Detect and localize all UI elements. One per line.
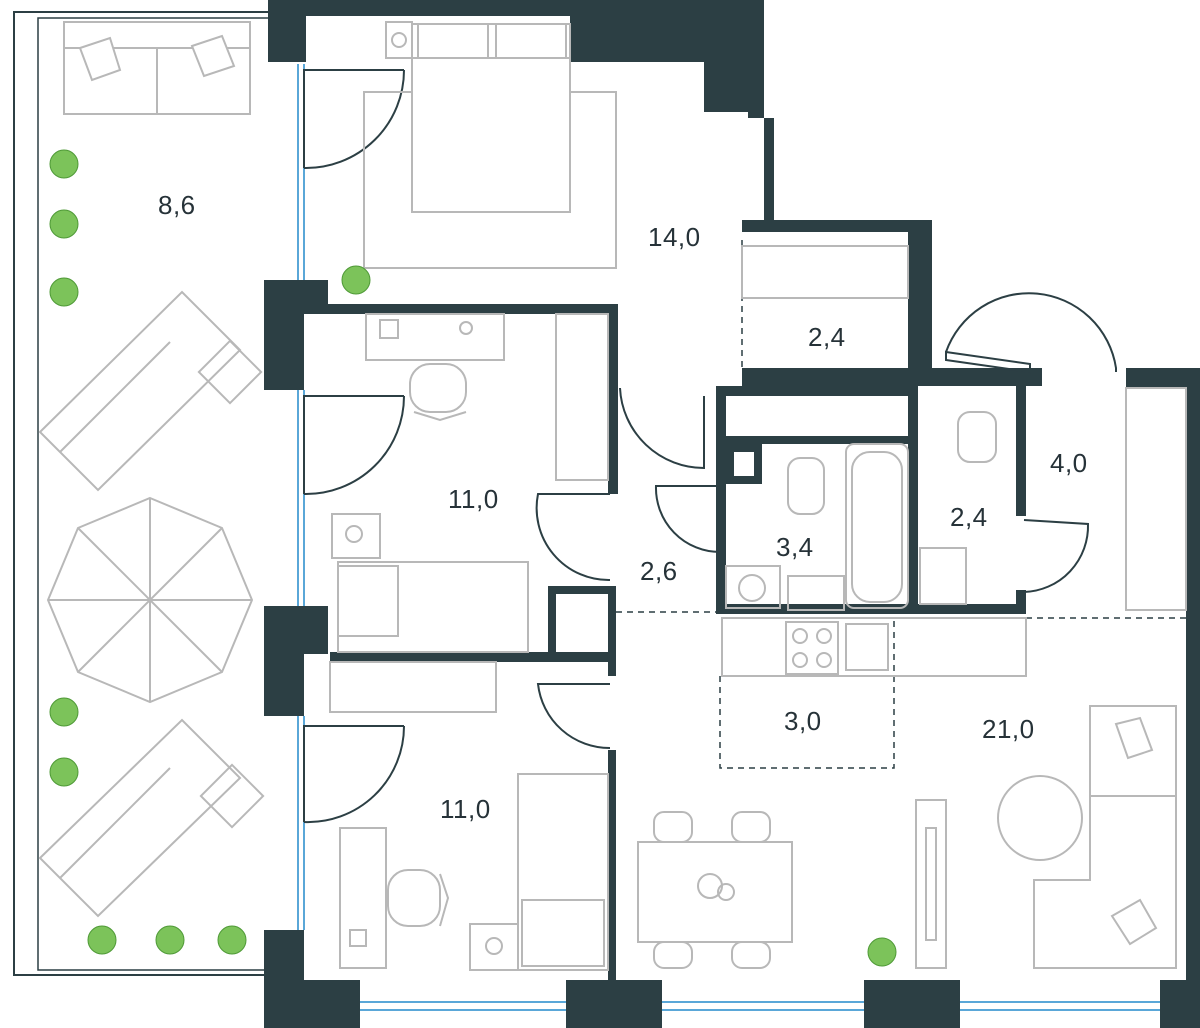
plant-icon [49, 757, 79, 787]
plant-icon [217, 925, 247, 955]
bed-icon [331, 513, 529, 653]
wardrobe-icon [329, 661, 497, 713]
plant-icon [341, 265, 371, 295]
desk-icon [339, 827, 387, 969]
wardrobe-icon [555, 313, 609, 481]
closet-upper-area: 2,4 [808, 322, 846, 352]
wardrobe-icon [1125, 387, 1187, 611]
wardrobe-icon [741, 245, 909, 299]
bedroom-middle-area: 11,0 [448, 484, 499, 514]
sofa-icon [63, 21, 251, 115]
stove-icon [721, 617, 1027, 677]
bedroom-master-area: 14,0 [648, 222, 701, 252]
bed-icon [469, 773, 609, 971]
plant-icon [867, 937, 897, 967]
plant-icon [49, 697, 79, 727]
doors [303, 69, 1186, 824]
terrace-area: 8,6 [158, 190, 196, 220]
dining-table-icon [637, 811, 793, 969]
plant-icon [49, 277, 79, 307]
sink-icon [787, 575, 845, 611]
sunbed-icon [38, 718, 265, 918]
bathtub-icon [845, 443, 909, 609]
kitchen-zone-area: 3,0 [784, 706, 822, 736]
toilet-area: 2,4 [950, 502, 988, 532]
chair-icon [409, 363, 467, 422]
living-room-area: 21,0 [982, 714, 1035, 744]
bathroom-area: 3,4 [776, 532, 814, 562]
bedroom-lower-area: 11,0 [440, 794, 491, 824]
washing-machine-icon [725, 565, 781, 609]
entrance-hall-area: 4,0 [1050, 448, 1088, 478]
terrace [13, 11, 268, 976]
round-table-icon [997, 775, 1083, 861]
desk-icon [365, 313, 505, 361]
sofa-icon [1033, 705, 1177, 969]
plant-icon [87, 925, 117, 955]
plant-icon [155, 925, 185, 955]
bed-icon [363, 21, 617, 269]
sink-icon [919, 547, 967, 605]
chair-icon [387, 869, 450, 927]
plant-icon [49, 209, 79, 239]
tv-icon [915, 799, 947, 969]
toilet-icon [787, 457, 825, 515]
walls [264, 0, 1200, 1028]
plant-icon [49, 149, 79, 179]
sunbed-icon [38, 290, 263, 492]
umbrella-icon [46, 496, 254, 704]
hallway-area: 2,6 [640, 556, 678, 586]
toilet-icon [957, 411, 997, 463]
